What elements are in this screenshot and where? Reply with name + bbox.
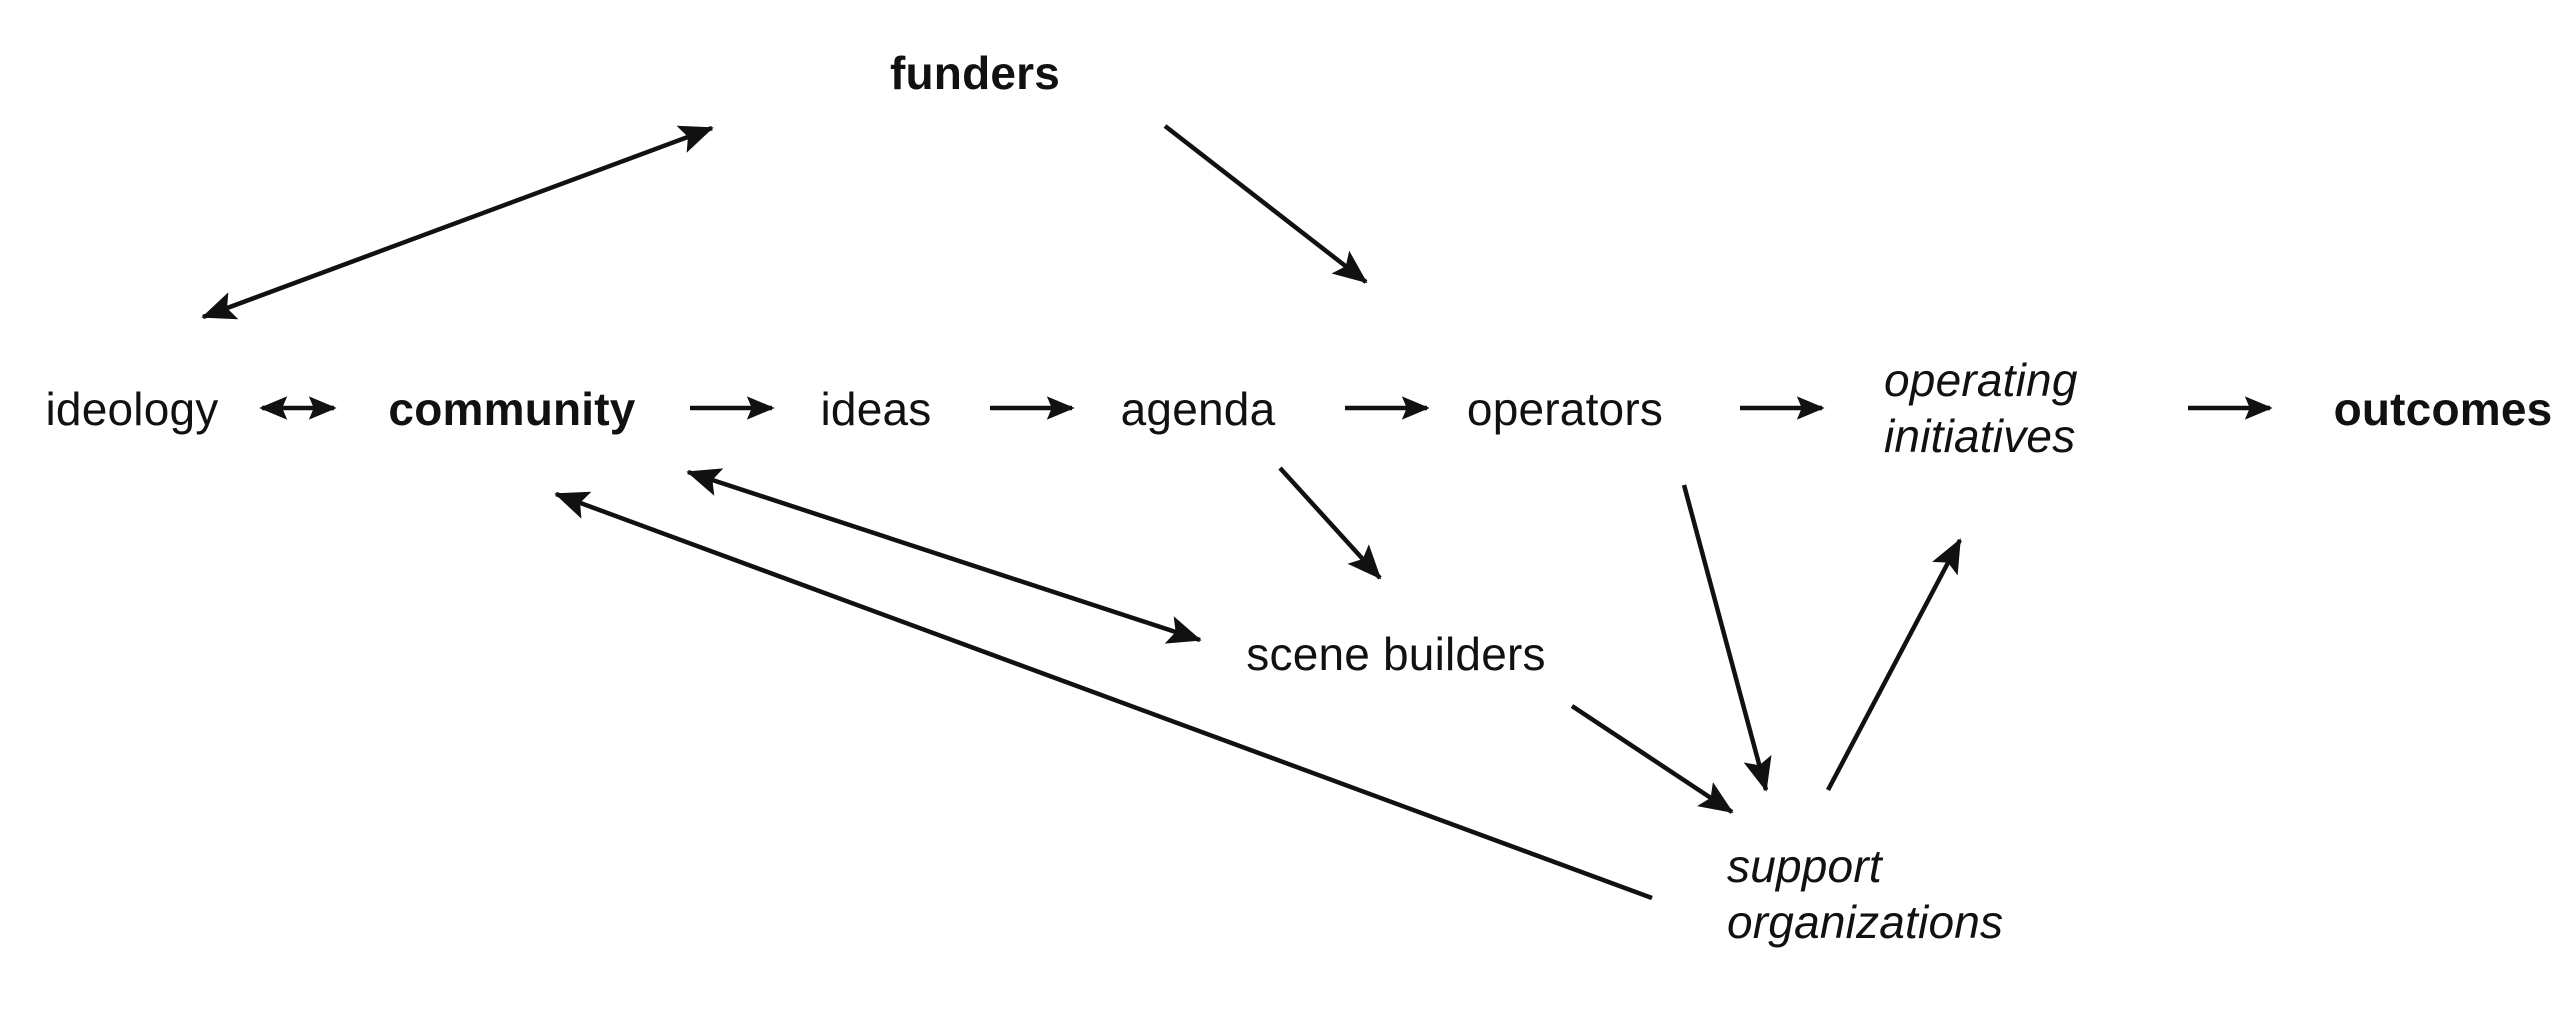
node-support-organizations[interactable]: support organizations [1727, 840, 2004, 949]
edge-support-organizations-operating-initiatives [1826, 538, 1962, 792]
node-scene-builders[interactable]: scene builders [1246, 628, 1546, 680]
edge-agenda-scene-builders [1278, 466, 1382, 580]
edge-funders-operators [1163, 124, 1368, 284]
edge-scene-builders-support-organizations [1570, 704, 1734, 814]
edge-community-scene-builders [686, 468, 1202, 644]
node-operating-initiatives[interactable]: operating initiatives [1884, 354, 2078, 463]
node-operators[interactable]: operators [1466, 383, 1664, 435]
node-ideas[interactable]: ideas [820, 383, 932, 435]
node-agenda[interactable]: agenda [1120, 383, 1276, 435]
edge-support-organizations-community [554, 491, 1653, 901]
node-outcomes[interactable]: outcomes [2333, 383, 2553, 435]
edge-operators-support-organizations [1681, 484, 1772, 792]
node-funders[interactable]: funders [889, 47, 1061, 99]
edge-community-funders [201, 125, 714, 320]
node-community[interactable]: community [388, 383, 636, 435]
node-ideology[interactable]: ideology [45, 383, 219, 435]
